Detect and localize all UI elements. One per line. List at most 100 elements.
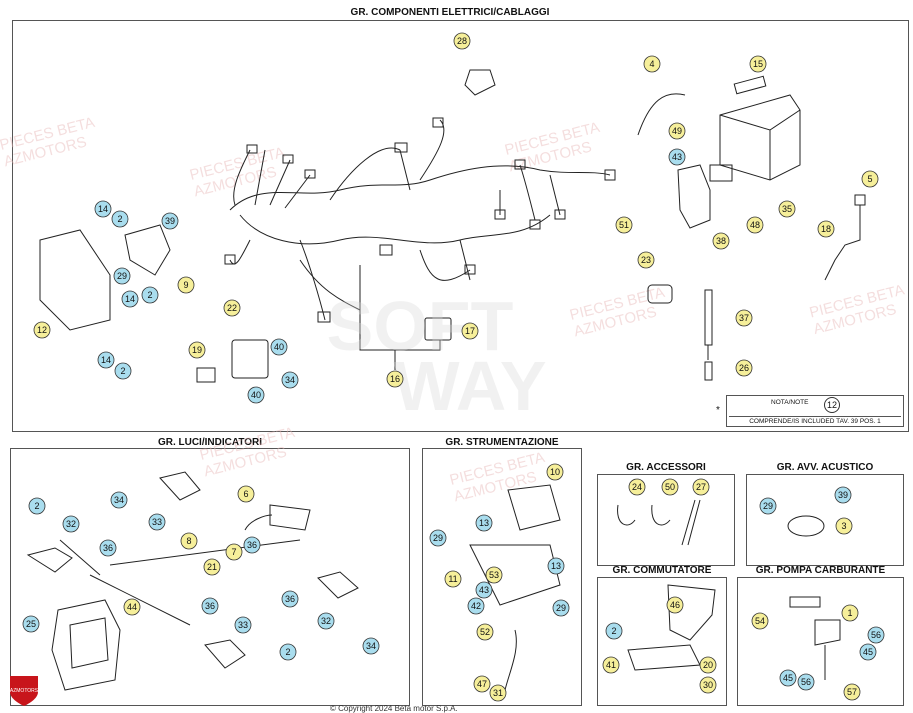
callout-34: 34 bbox=[110, 491, 128, 509]
callout-number: 17 bbox=[465, 326, 475, 336]
callout-56: 56 bbox=[797, 673, 815, 691]
callout-36: 36 bbox=[281, 590, 299, 608]
callout-34: 34 bbox=[362, 637, 380, 655]
callout-number: 5 bbox=[867, 174, 872, 184]
callout-number: 44 bbox=[127, 602, 137, 612]
callout-circle bbox=[161, 212, 179, 230]
callout-46: 46 bbox=[666, 596, 684, 614]
callout-number: 23 bbox=[641, 255, 651, 265]
callout-number: 42 bbox=[471, 601, 481, 611]
callout-number: 29 bbox=[117, 271, 127, 281]
callout-circle bbox=[237, 485, 255, 503]
callout-circle bbox=[475, 581, 493, 599]
callout-number: 12 bbox=[37, 325, 47, 335]
callout-number: 48 bbox=[750, 220, 760, 230]
callout-29: 29 bbox=[759, 497, 777, 515]
headlight bbox=[51, 599, 121, 691]
callout-number: 32 bbox=[321, 616, 331, 626]
callout-8: 8 bbox=[180, 532, 198, 550]
callout-circle bbox=[281, 590, 299, 608]
callout-number: 24 bbox=[632, 482, 642, 492]
callout-56: 56 bbox=[867, 626, 885, 644]
title-commutatore: GR. COMMUTATORE bbox=[612, 565, 712, 576]
callout-21: 21 bbox=[203, 558, 221, 576]
callout-number: 6 bbox=[243, 489, 248, 499]
callout-number: 36 bbox=[247, 540, 257, 550]
callout-number: 29 bbox=[433, 533, 443, 543]
callout-circle bbox=[779, 669, 797, 687]
callout-25: 25 bbox=[22, 615, 40, 633]
callout-circle bbox=[699, 676, 717, 694]
callout-circle bbox=[203, 558, 221, 576]
callout-15: 15 bbox=[749, 55, 767, 73]
callout-circle bbox=[841, 604, 859, 622]
callout-circle bbox=[97, 351, 115, 369]
callout-26: 26 bbox=[735, 359, 753, 377]
callout-circle bbox=[859, 643, 877, 661]
callout-circle bbox=[843, 683, 861, 701]
callout-28: 28 bbox=[453, 32, 471, 50]
callout-circle bbox=[692, 478, 710, 496]
svg-text:SOFT: SOFT bbox=[327, 287, 514, 365]
note-label: NOTA/NOTE bbox=[771, 399, 809, 406]
callout-50: 50 bbox=[661, 478, 679, 496]
callout-47: 47 bbox=[473, 675, 491, 693]
callout-number: 2 bbox=[147, 290, 152, 300]
callout-circle bbox=[867, 626, 885, 644]
callout-18: 18 bbox=[817, 220, 835, 238]
callout-circle bbox=[114, 362, 132, 380]
callout-number: 47 bbox=[477, 679, 487, 689]
callout-number: 15 bbox=[753, 59, 763, 69]
frame-acustico bbox=[746, 474, 904, 566]
callout-24: 24 bbox=[628, 478, 646, 496]
callout-36: 36 bbox=[201, 597, 219, 615]
tail-light bbox=[269, 504, 311, 531]
callout-number: 14 bbox=[101, 355, 111, 365]
callout-circle bbox=[111, 210, 129, 228]
callout-number: 50 bbox=[665, 482, 675, 492]
callout-2: 2 bbox=[279, 643, 297, 661]
callout-number: 29 bbox=[556, 603, 566, 613]
callout-number: 38 bbox=[716, 236, 726, 246]
callout-circle bbox=[270, 338, 288, 356]
callout-circle bbox=[225, 543, 243, 561]
callout-number: 32 bbox=[66, 519, 76, 529]
callout-number: 16 bbox=[390, 374, 400, 384]
callout-circle bbox=[234, 616, 252, 634]
callout-number: 39 bbox=[838, 490, 848, 500]
callout-number: 39 bbox=[165, 216, 175, 226]
callout-43: 43 bbox=[668, 148, 686, 166]
frame-cablaggi bbox=[12, 20, 909, 432]
note-ref: 12 bbox=[824, 397, 840, 413]
callout-number: 40 bbox=[274, 342, 284, 352]
callout-circle bbox=[546, 463, 564, 481]
callout-circle bbox=[778, 200, 796, 218]
callout-circle bbox=[473, 675, 491, 693]
callout-33: 33 bbox=[234, 616, 252, 634]
callout-circle bbox=[666, 596, 684, 614]
callout-circle bbox=[637, 251, 655, 269]
callout-number: 14 bbox=[98, 204, 108, 214]
callout-number: 53 bbox=[489, 570, 499, 580]
callout-number: 34 bbox=[366, 641, 376, 651]
callout-circle bbox=[279, 643, 297, 661]
callout-36: 36 bbox=[243, 536, 261, 554]
callout-circle bbox=[759, 497, 777, 515]
frame-strumentazione bbox=[422, 448, 582, 706]
callout-circle bbox=[22, 615, 40, 633]
callout-circle bbox=[62, 515, 80, 533]
frame-luci bbox=[10, 448, 410, 706]
callout-number: 2 bbox=[120, 366, 125, 376]
callout-circle bbox=[467, 597, 485, 615]
callout-14: 14 bbox=[94, 200, 112, 218]
wiring-harness bbox=[229, 165, 611, 211]
callout-2: 2 bbox=[605, 622, 623, 640]
callout-53: 53 bbox=[485, 566, 503, 584]
callout-4: 4 bbox=[643, 55, 661, 73]
callout-number: 49 bbox=[672, 126, 682, 136]
callout-circle bbox=[628, 478, 646, 496]
callout-circle bbox=[661, 478, 679, 496]
callout-circle bbox=[699, 656, 717, 674]
callout-14: 14 bbox=[97, 351, 115, 369]
callout-circle bbox=[797, 673, 815, 691]
